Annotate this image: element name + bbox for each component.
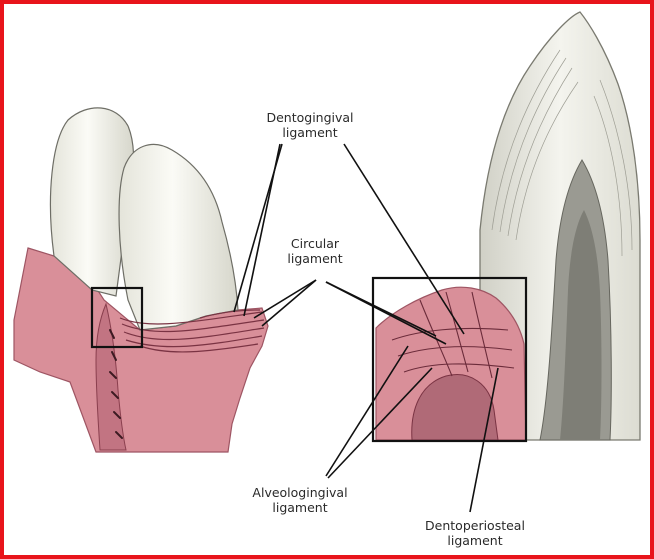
label-dentogingival-line1: Dentogingival — [240, 110, 380, 125]
label-dentogingival-ligament: Dentogingival ligament — [240, 110, 380, 140]
circular-leader-1 — [254, 280, 316, 318]
gingival-ligaments-illustration — [4, 4, 650, 555]
label-dentoperiosteal-line2: ligament — [400, 533, 550, 548]
label-alveologingival-line1: Alveologingival — [230, 485, 370, 500]
label-dentoperiosteal-line1: Dentoperiosteal — [400, 518, 550, 533]
label-circular-ligament: Circular ligament — [260, 236, 370, 266]
label-circular-line2: ligament — [260, 251, 370, 266]
front-tooth-crown — [119, 144, 238, 330]
label-dentogingival-line2: ligament — [240, 125, 380, 140]
label-alveologingival-ligament: Alveologingival ligament — [230, 485, 370, 515]
left-tooth-block — [14, 108, 268, 452]
circular-leader-2 — [262, 280, 316, 326]
label-circular-line1: Circular — [260, 236, 370, 251]
dentogingival-leader-2 — [244, 144, 280, 316]
right-cross-section — [373, 12, 640, 441]
label-dentoperiosteal-ligament: Dentoperiosteal ligament — [400, 518, 550, 548]
label-alveologingival-line2: ligament — [230, 500, 370, 515]
